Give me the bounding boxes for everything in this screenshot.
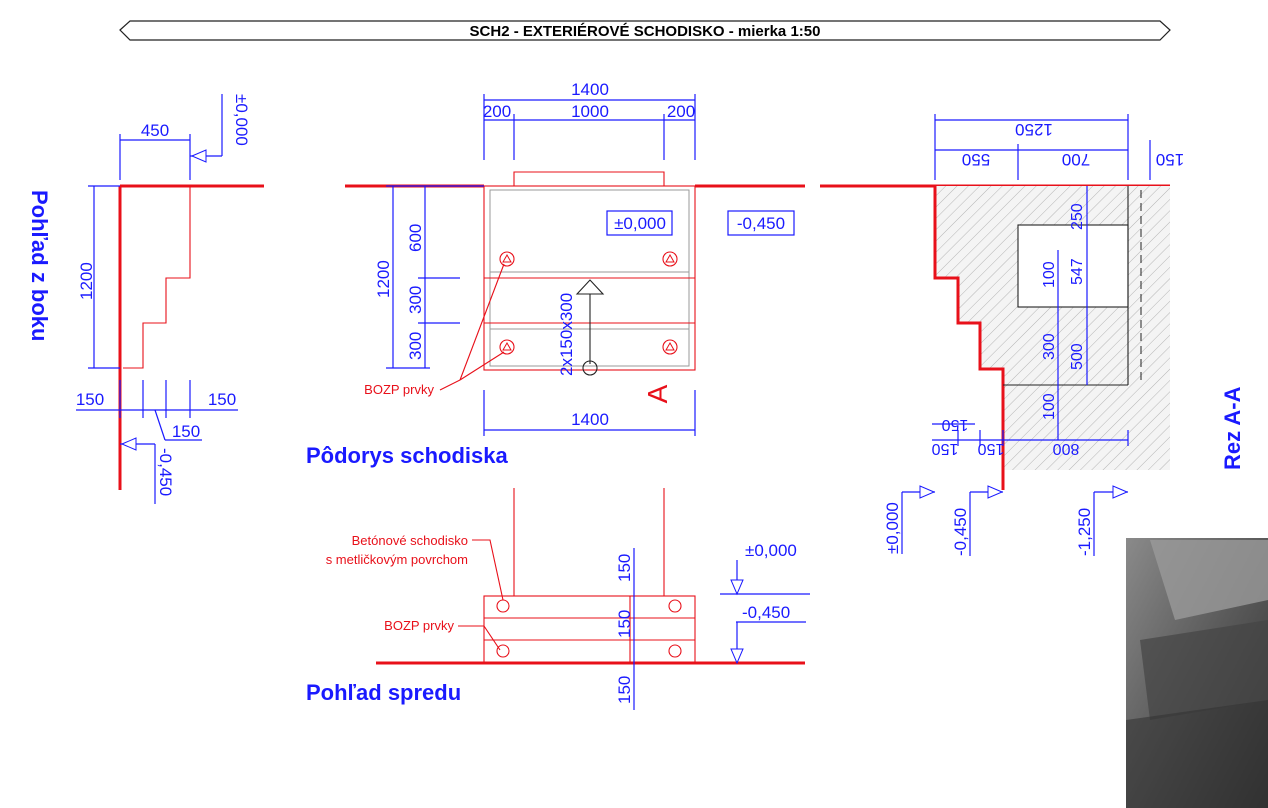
side-level-bottom: -0,450 (156, 448, 175, 496)
front-view: 150 150 150 ±0,000 -0,450 Betónové schod… (306, 488, 810, 710)
section-dim-1250: 1250 (1015, 120, 1053, 139)
plan-bozp-4 (662, 339, 678, 355)
plan-note-bozp: BOZP prvky (364, 382, 434, 397)
plan-dim-200-left: 200 (483, 102, 511, 121)
plan-stair-label: 2x150x300 (557, 293, 576, 376)
front-dim-1: 150 (615, 554, 634, 582)
front-level-bottom: -0,450 (742, 603, 790, 622)
section-dim-100-a: 100 (1041, 261, 1058, 288)
plan-dim-300-a: 300 (406, 286, 425, 314)
plan-view-title: Pôdorys schodiska (306, 443, 509, 468)
side-dim-right: 150 (208, 390, 236, 409)
section-dim-250: 250 (1069, 203, 1086, 230)
side-view-title: Pohľad z boku (27, 190, 52, 341)
plan-dim-300-b: 300 (406, 332, 425, 360)
plan-bozp-2 (662, 251, 678, 267)
plan-dim-600: 600 (406, 224, 425, 252)
plan-dim-1400-bottom: 1400 (571, 410, 609, 429)
front-dim-3: 150 (615, 676, 634, 704)
plan-bozp-3 (499, 339, 515, 355)
section-level-1: -0,450 (951, 508, 970, 556)
front-note-concrete-2: s metličkovým povrchom (326, 552, 468, 567)
side-view: 450 ±0,000 1200 150 150 150 -0,450 Pohľa… (27, 94, 264, 504)
front-bozp-4 (668, 644, 682, 658)
section-level-0: ±0,000 (883, 502, 902, 554)
plan-dim-200-right: 200 (667, 102, 695, 121)
plan-dim-1200: 1200 (374, 260, 393, 298)
section-view: 1250 550 700 150 250 547 500 100 300 100… (820, 114, 1245, 556)
front-bozp-1 (496, 599, 510, 613)
section-dim-150-side: 150 (942, 416, 969, 433)
front-note-bozp: BOZP prvky (384, 618, 454, 633)
plan-bozp-1 (499, 251, 515, 267)
side-dim-1200: 1200 (77, 262, 96, 300)
front-dim-2: 150 (615, 610, 634, 638)
side-dim-left: 150 (76, 390, 104, 409)
section-level-2: -1,250 (1075, 508, 1094, 556)
section-dim-150-top: 150 (1156, 150, 1184, 169)
side-level-top: ±0,000 (232, 94, 251, 146)
section-dim-150-low: 150 (932, 440, 959, 457)
front-view-title: Pohľad spredu (306, 680, 461, 705)
front-level-top: ±0,000 (745, 541, 797, 560)
plan-view: 2x150x300 1400 200 1000 200 1200 600 300… (306, 80, 805, 468)
section-view-title: Rez A-A (1220, 386, 1245, 470)
stair-photo (1126, 538, 1268, 808)
section-dim-100-b: 100 (1041, 393, 1058, 420)
front-bozp-3 (496, 644, 510, 658)
section-dim-547: 547 (1069, 258, 1086, 285)
front-bozp-2 (668, 599, 682, 613)
plan-level-outer: -0,450 (737, 214, 785, 233)
section-dim-700: 700 (1062, 150, 1090, 169)
section-dim-550: 550 (962, 150, 990, 169)
section-dim-800: 800 (1053, 440, 1080, 457)
plan-dim-1000: 1000 (571, 102, 609, 121)
section-dim-500: 500 (1069, 343, 1086, 370)
plan-level-inner: ±0,000 (614, 214, 666, 233)
header-banner: SCH2 - EXTERIÉROVÉ SCHODISKO - mierka 1:… (119, 20, 1171, 41)
header-title: SCH2 - EXTERIÉROVÉ SCHODISKO - mierka 1:… (470, 23, 821, 40)
section-dim-150-low2: 150 (978, 440, 1005, 457)
front-note-concrete-1: Betónové schodisko (352, 533, 468, 548)
plan-section-mark: A (642, 384, 673, 403)
side-dim-mid: 150 (172, 422, 200, 441)
section-dim-300: 300 (1041, 333, 1058, 360)
side-dim-450: 450 (141, 121, 169, 140)
plan-dim-1400-top: 1400 (571, 80, 609, 99)
